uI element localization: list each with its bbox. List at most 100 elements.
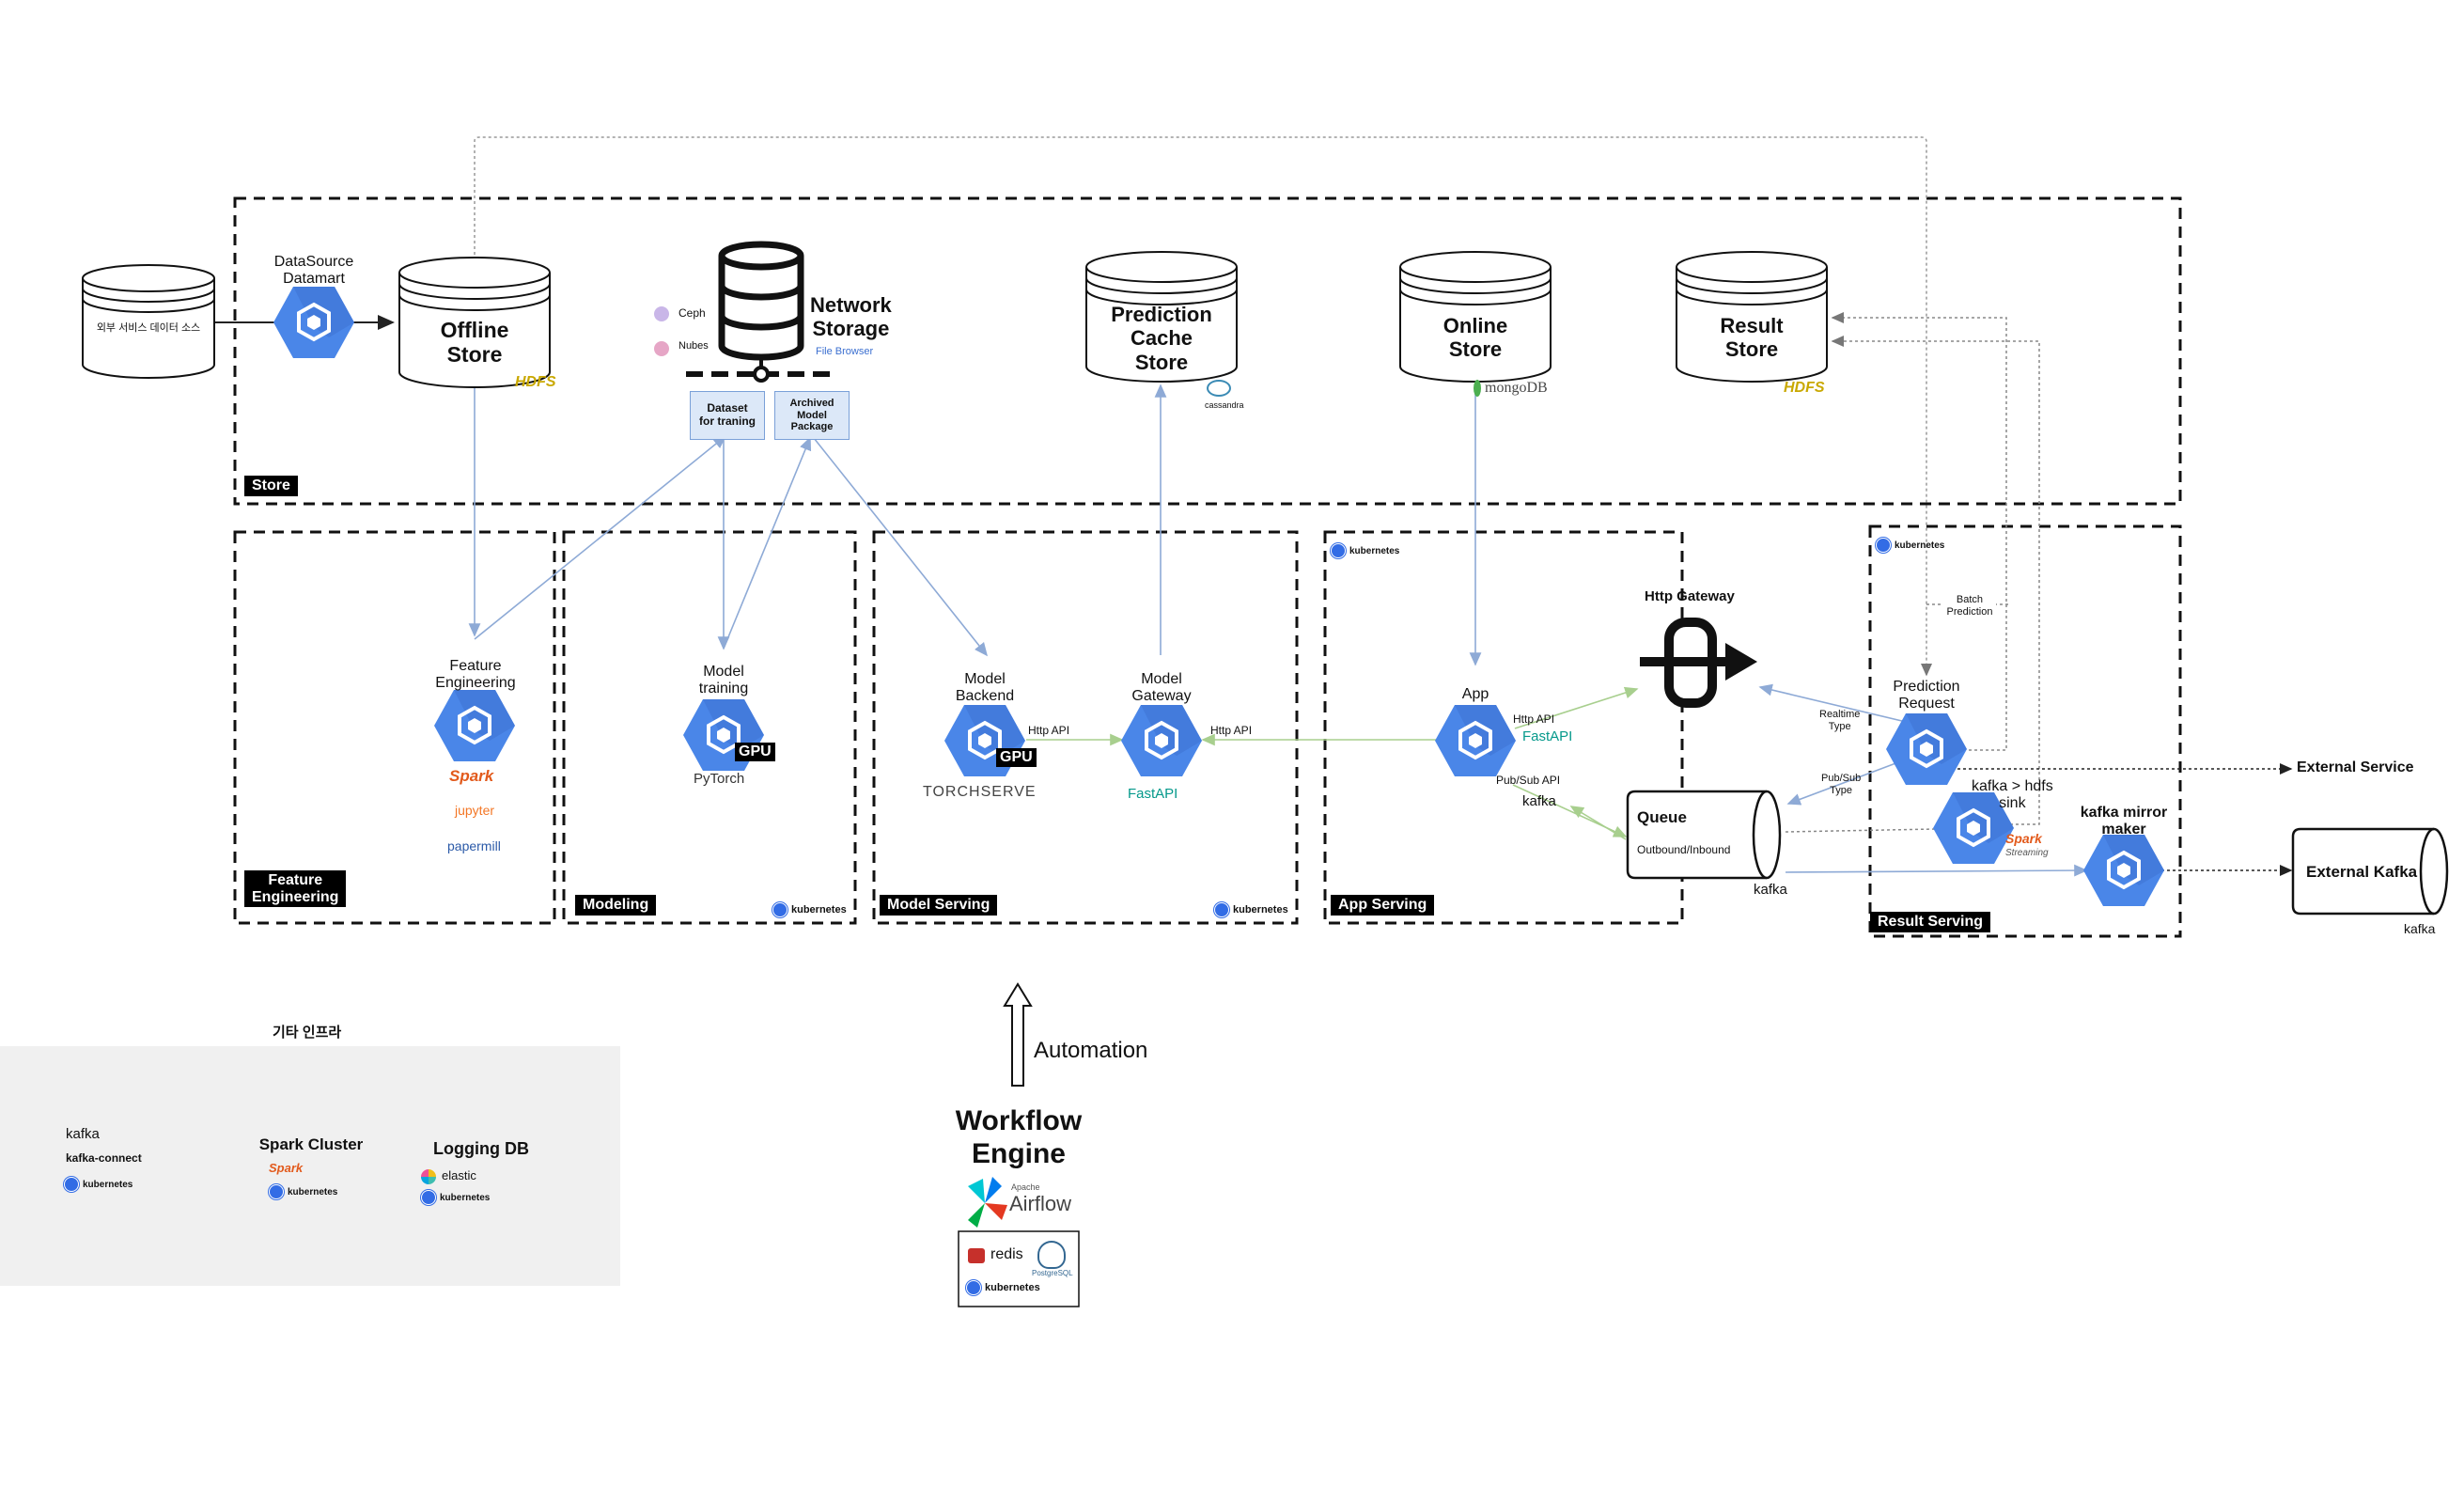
external-service-label: External Service [2297,759,2414,775]
kubernetes-icon [421,1190,436,1205]
ceph-icon [654,306,669,321]
storage-node [753,366,770,383]
feature-section-label: Feature Engineering [244,870,347,908]
queue-kafka-logo: kafka [1754,882,1787,898]
modeling-kubernetes-badge: kubernetes [772,902,847,917]
prediction-request-label: Prediction Request [1893,679,1960,712]
workflow-engine-label: Workflow Engine [955,1105,1083,1169]
airflow-apache-label: Apache [1011,1182,1040,1192]
app-kubernetes-badge: kubernetes [1331,543,1399,558]
feature-engineering-hex-icon [434,690,515,761]
external-kafka-logo: kafka [2404,921,2436,936]
edge-queue-sink [1785,828,1937,833]
redis-label: redis [990,1246,1023,1262]
nubes-label: Nubes [678,340,709,352]
edge-queue-mirror [1785,864,2088,877]
spark-logo: Spark [449,767,494,785]
network-storage-label: Network Storage [810,293,892,341]
airflow-label: Airflow [1009,1192,1072,1215]
model-serving-section-border [872,530,1299,925]
mongodb-leaf-icon [1474,380,1481,397]
edge-archived-backend [813,437,988,657]
external-source-cylinder [82,264,215,379]
datasource-label: DataSource Datamart [273,254,354,288]
realtime-type-label: Realtime Type [1819,709,1861,732]
modeling-section-border [562,530,857,925]
infra-spark-kubernetes-badge: kubernetes [269,1184,337,1199]
queue-sub-label: Outbound/Inbound [1637,843,1731,856]
postgresql-icon [1037,1241,1066,1269]
logging-db-label: Logging DB [433,1139,529,1158]
loop-edge [474,136,1932,677]
edge-request-result [1831,312,2007,751]
http-api-label-3: Http API [1513,712,1555,726]
app-fastapi-logo: FastAPI [1522,728,1573,744]
archived-box: Archived Model Package [774,391,850,440]
infra-title: 기타 인프라 [273,1025,342,1041]
training-gpu-badge: GPU [735,743,775,761]
kubernetes-label: kubernetes [985,1282,1040,1293]
kubernetes-icon [966,1280,981,1295]
result-kubernetes-badge: kubernetes [1876,538,1944,553]
model-training-label: Model training [698,664,749,697]
pubsub-type-label: Pub/Sub Type [1821,773,1862,796]
papermill-logo: papermill [447,838,501,853]
kubernetes-label: kubernetes [1895,540,1945,551]
offline-store-label: Offline Store [440,318,509,368]
edge-training-archived [723,436,812,650]
jupyter-logo: jupyter [455,803,495,818]
pubsub-api-label: Pub/Sub API [1496,774,1561,787]
nubes-icon [654,341,669,356]
http-api-label-1: Http API [1028,724,1070,737]
kubernetes-icon [1214,902,1229,917]
database-icon [718,241,804,361]
cassandra-label: cassandra [1205,400,1244,410]
redis-icon [968,1248,985,1263]
infra-kafka-kubernetes-badge: kubernetes [64,1177,133,1192]
edge-app-httpgateway [1514,686,1639,729]
store-section-border [233,196,2182,506]
sink-spark-logo: Spark [2005,831,2042,846]
kafka-sink-label: kafka > hdfs sink [1972,778,2053,812]
dataset-box: Dataset for traning [690,391,765,440]
gateway-fastapi-logo: FastAPI [1128,786,1178,802]
postgresql-label: PostgreSQL [1032,1269,1073,1277]
kubernetes-icon [64,1177,79,1192]
kubernetes-icon [269,1184,284,1199]
store-section-label: Store [244,476,298,496]
offline-hdfs-logo: HDFS [515,374,556,390]
online-store-cylinder [1399,251,1552,383]
app-serving-section-border [1323,530,1684,925]
spark-cluster-label: Spark Cluster [258,1135,364,1153]
queue-label: Queue [1637,808,1687,826]
torchserve-logo: TORCHSERVE [923,784,1037,800]
result-serving-section-label: Result Serving [1870,912,1991,932]
model-gateway-label: Model Gateway [1131,671,1192,705]
cassandra-icon [1207,380,1231,397]
kubernetes-icon [1876,538,1891,553]
app-kafka-logo: kafka [1522,793,1556,809]
edge-queue-app [1569,806,1627,840]
result-serving-section-border [1868,524,2182,938]
online-store-label: Online Store [1443,314,1508,362]
http-gateway-label: Http Gateway [1645,588,1735,604]
airflow-icon [968,1177,1007,1228]
kubernetes-icon [772,902,788,917]
backend-gpu-badge: GPU [996,748,1037,767]
kubernetes-label: kubernetes [791,904,847,916]
kafka-mirror-hex-icon [2083,835,2164,906]
kafka-mirror-label: kafka mirror maker [2080,805,2168,838]
http-gateway-icon [1640,618,1729,708]
elastic-label: elastic [442,1168,476,1182]
kubernetes-label: kubernetes [288,1186,338,1197]
app-label: App [1461,686,1489,702]
offline-store-cylinder [398,257,551,388]
mongodb-label: mongoDB [1485,380,1548,396]
kubernetes-label: kubernetes [1233,904,1288,916]
infra-kafka-logo: kafka [66,1126,100,1142]
model-backend-label: Model Backend [955,671,1015,705]
edge-feature-dataset [474,434,727,640]
external-kafka-cylinder [2291,827,2449,916]
